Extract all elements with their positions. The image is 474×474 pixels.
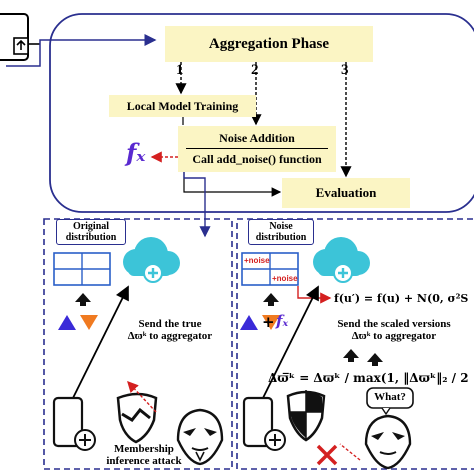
cloud-upload-icon bbox=[313, 237, 370, 283]
send-true-label: Send the true Δϖᵏ to aggregator bbox=[112, 318, 228, 342]
noise-addition-call: Call add_noise() function bbox=[192, 152, 322, 166]
attack-arrow-right bbox=[339, 443, 361, 461]
noise-tag-2: +noise bbox=[272, 274, 298, 283]
send-scaled-line2: Δϖᵏ to aggregator bbox=[351, 330, 437, 342]
orange-triangle-icon bbox=[80, 315, 98, 330]
right-send-arrow bbox=[261, 285, 319, 401]
client-device-icon bbox=[0, 13, 40, 61]
fx-small-icon: fₓ bbox=[276, 312, 289, 330]
local-model-training-label: Local Model Training bbox=[126, 98, 239, 113]
step-1-label: 1 bbox=[176, 62, 184, 78]
fx-icon: fₓ bbox=[126, 138, 146, 167]
evaluation-label: Evaluation bbox=[315, 185, 377, 200]
noise-to-eval-arrow bbox=[183, 172, 282, 197]
formula-up-arrow bbox=[367, 353, 383, 366]
noise-tag-1: +noise bbox=[244, 256, 270, 265]
original-distribution-label: Original distribution bbox=[56, 219, 126, 245]
blue-triangle-icon bbox=[58, 315, 76, 330]
clip-formula: Δϖ̅ᵏ = Δϖᵏ / max(1, ‖Δϖᵏ‖₂ / 2 bbox=[268, 371, 469, 385]
aggregation-phase-label: Aggregation Phase bbox=[208, 35, 330, 52]
attacker-mask-icon bbox=[176, 408, 224, 466]
membership-attack-label: Membership inference attack bbox=[100, 443, 188, 467]
noise-divider bbox=[186, 148, 328, 149]
plus-sign: + bbox=[262, 313, 275, 331]
noise-addition-title: Noise Addition bbox=[219, 131, 295, 145]
original-distribution-line1: Original bbox=[72, 221, 110, 232]
step-3-label: 3 bbox=[341, 62, 349, 78]
noise-distribution-line2: distribution bbox=[255, 232, 307, 243]
aggregation-phase-box: Aggregation Phase bbox=[165, 26, 373, 62]
local-model-training-box: Local Model Training bbox=[109, 95, 256, 117]
phone-icon bbox=[52, 396, 96, 451]
attacker-mask-icon bbox=[364, 414, 412, 470]
step-2-label: 2 bbox=[251, 62, 259, 78]
noise-addition-box: Noise Addition Call add_noise() function bbox=[178, 126, 336, 172]
send-true-line1: Send the true bbox=[138, 318, 202, 330]
phone-icon bbox=[242, 396, 286, 451]
noise-distribution-label: Noise distribution bbox=[248, 219, 314, 245]
server-container bbox=[49, 13, 474, 213]
noise-distribution-line1: Noise bbox=[269, 221, 293, 232]
original-table-icon bbox=[53, 252, 111, 286]
blue-triangle-icon bbox=[240, 315, 258, 330]
broken-shield-icon bbox=[116, 392, 158, 444]
orange-triangle-icon bbox=[262, 315, 280, 330]
noise-formula: f(u′) = f(u) + N(0, σ²S bbox=[334, 292, 469, 305]
speech-bubble-text: What? bbox=[374, 391, 406, 403]
send-scaled-line1: Send the scaled versions bbox=[337, 318, 451, 330]
left-panel bbox=[43, 218, 233, 470]
original-distribution-line2: distribution bbox=[65, 232, 117, 243]
send-true-line2: Δϖᵏ to aggregator bbox=[127, 330, 213, 342]
blocked-x-icon bbox=[316, 444, 338, 466]
attack-arrow-left bbox=[127, 380, 157, 413]
upload-arrow bbox=[39, 34, 157, 46]
shield-icon bbox=[286, 390, 326, 442]
speech-bubble bbox=[366, 387, 414, 416]
right-clip-arrow bbox=[343, 349, 359, 362]
noise-table-icon bbox=[241, 252, 299, 286]
right-up-arrow bbox=[263, 293, 279, 306]
noise-to-panel-arrow bbox=[183, 172, 211, 238]
noise-formula-arrow bbox=[297, 286, 332, 304]
membership-attack-line2: inference attack bbox=[106, 455, 182, 467]
evaluation-box: Evaluation bbox=[282, 178, 410, 208]
left-send-arrow bbox=[71, 285, 129, 401]
left-up-arrow bbox=[75, 293, 91, 306]
membership-attack-line1: Membership bbox=[114, 443, 174, 455]
send-scaled-label: Send the scaled versions Δϖᵏ to aggregat… bbox=[314, 318, 474, 342]
cloud-upload-icon bbox=[123, 237, 180, 283]
right-panel bbox=[236, 218, 474, 470]
